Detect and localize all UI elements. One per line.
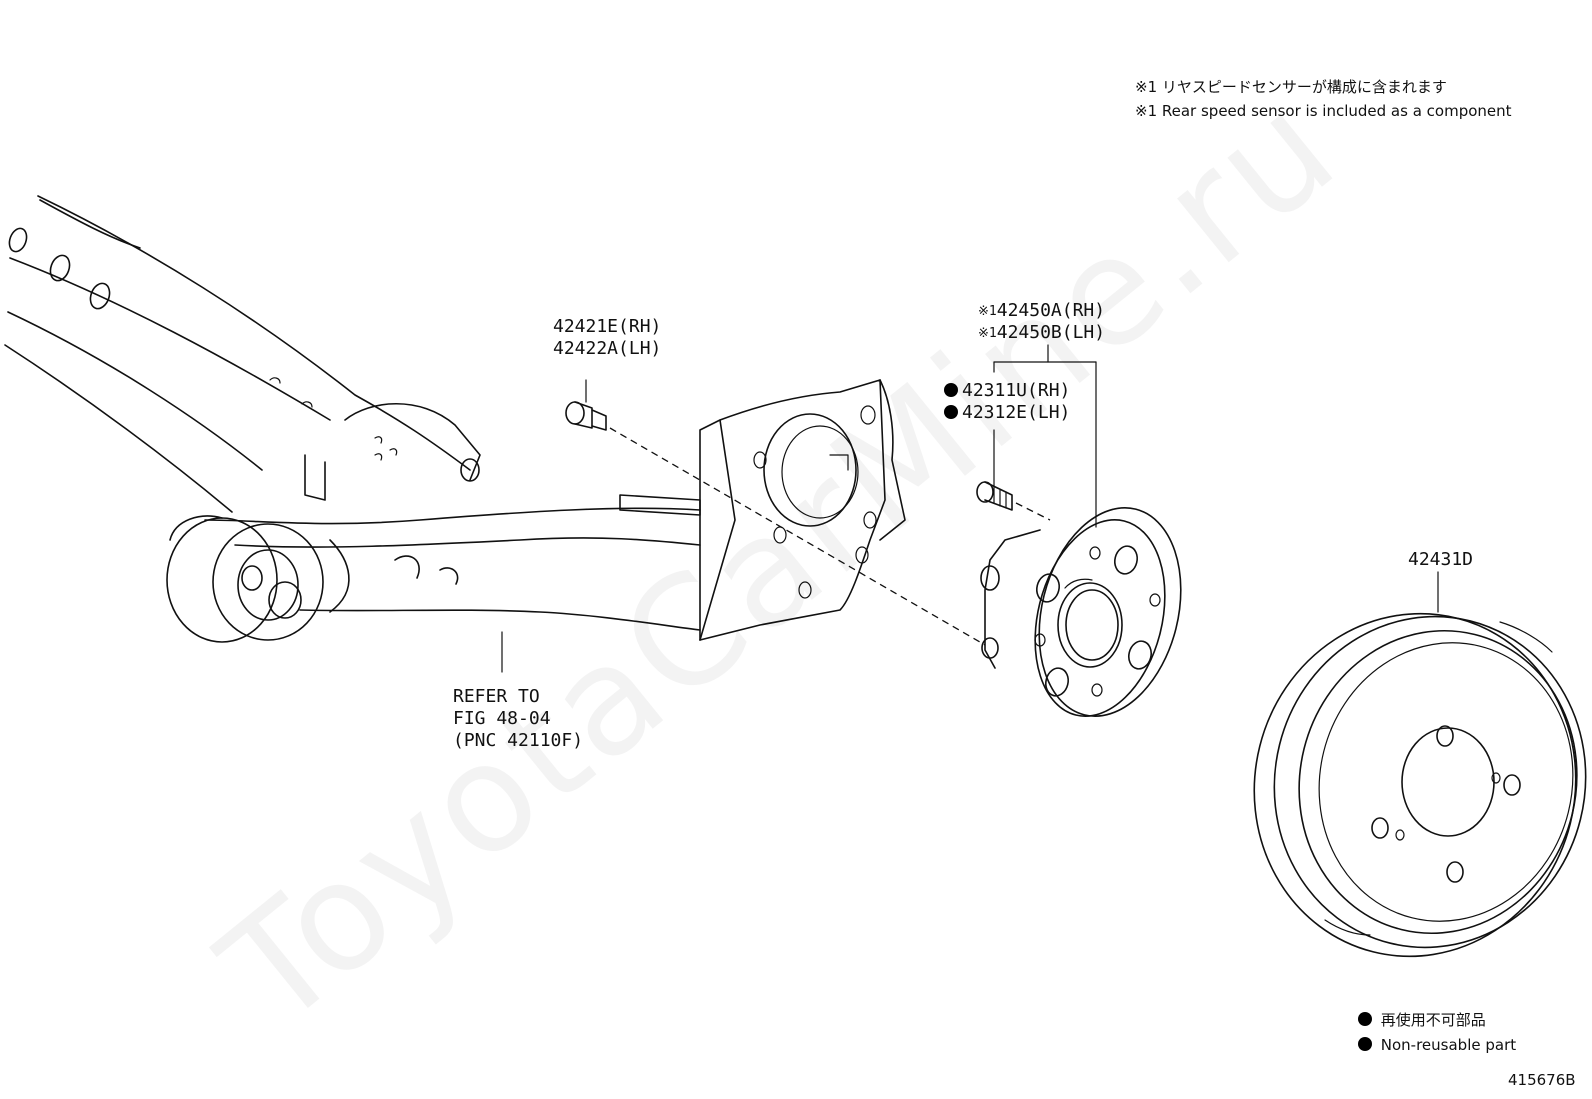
callout-hubbolt-rh: 42311U(RH) (944, 380, 1070, 402)
hub-assembly (980, 507, 1182, 717)
axle-beam (4, 195, 906, 643)
callout-bolt-lh: 42422A(LH) (553, 338, 662, 359)
hub-bolt (976, 429, 1051, 521)
hub-leader-bracket (993, 344, 1097, 528)
callout-hub-rh: ※142450A(RH) (978, 300, 1106, 321)
non-reusable-dot-icon (1358, 1012, 1372, 1026)
callout-hubbolt-lh: 42312E(LH) (944, 402, 1070, 424)
callout-drum: 42431D (1408, 549, 1474, 570)
non-reusable-dot-icon (1358, 1037, 1372, 1051)
callout-hub-lh: ※142450B(LH) (978, 322, 1106, 343)
axle-bolt (565, 379, 986, 646)
brake-drum (1253, 571, 1587, 958)
refer-line-1: REFER TO (453, 686, 540, 707)
refer-line-2: FIG 48-04 (453, 708, 551, 729)
callout-bolt-rh: 42421E(RH) (553, 316, 662, 337)
component-mark: ※1 (978, 326, 997, 341)
legend-en: Non-reusable part (1358, 1033, 1516, 1057)
legend-jp: 再使用不可部品 (1358, 1008, 1486, 1032)
sensor-note-jp: ※1 リヤスピードセンサーが構成に含まれます (1135, 78, 1447, 96)
non-reusable-dot-icon (944, 383, 958, 397)
figure-id: 415676B (1508, 1071, 1576, 1089)
component-mark: ※1 (978, 304, 997, 319)
refer-line-3: (PNC 42110F) (453, 730, 584, 751)
sensor-note-en: ※1 Rear speed sensor is included as a co… (1135, 102, 1512, 120)
non-reusable-dot-icon (944, 405, 958, 419)
